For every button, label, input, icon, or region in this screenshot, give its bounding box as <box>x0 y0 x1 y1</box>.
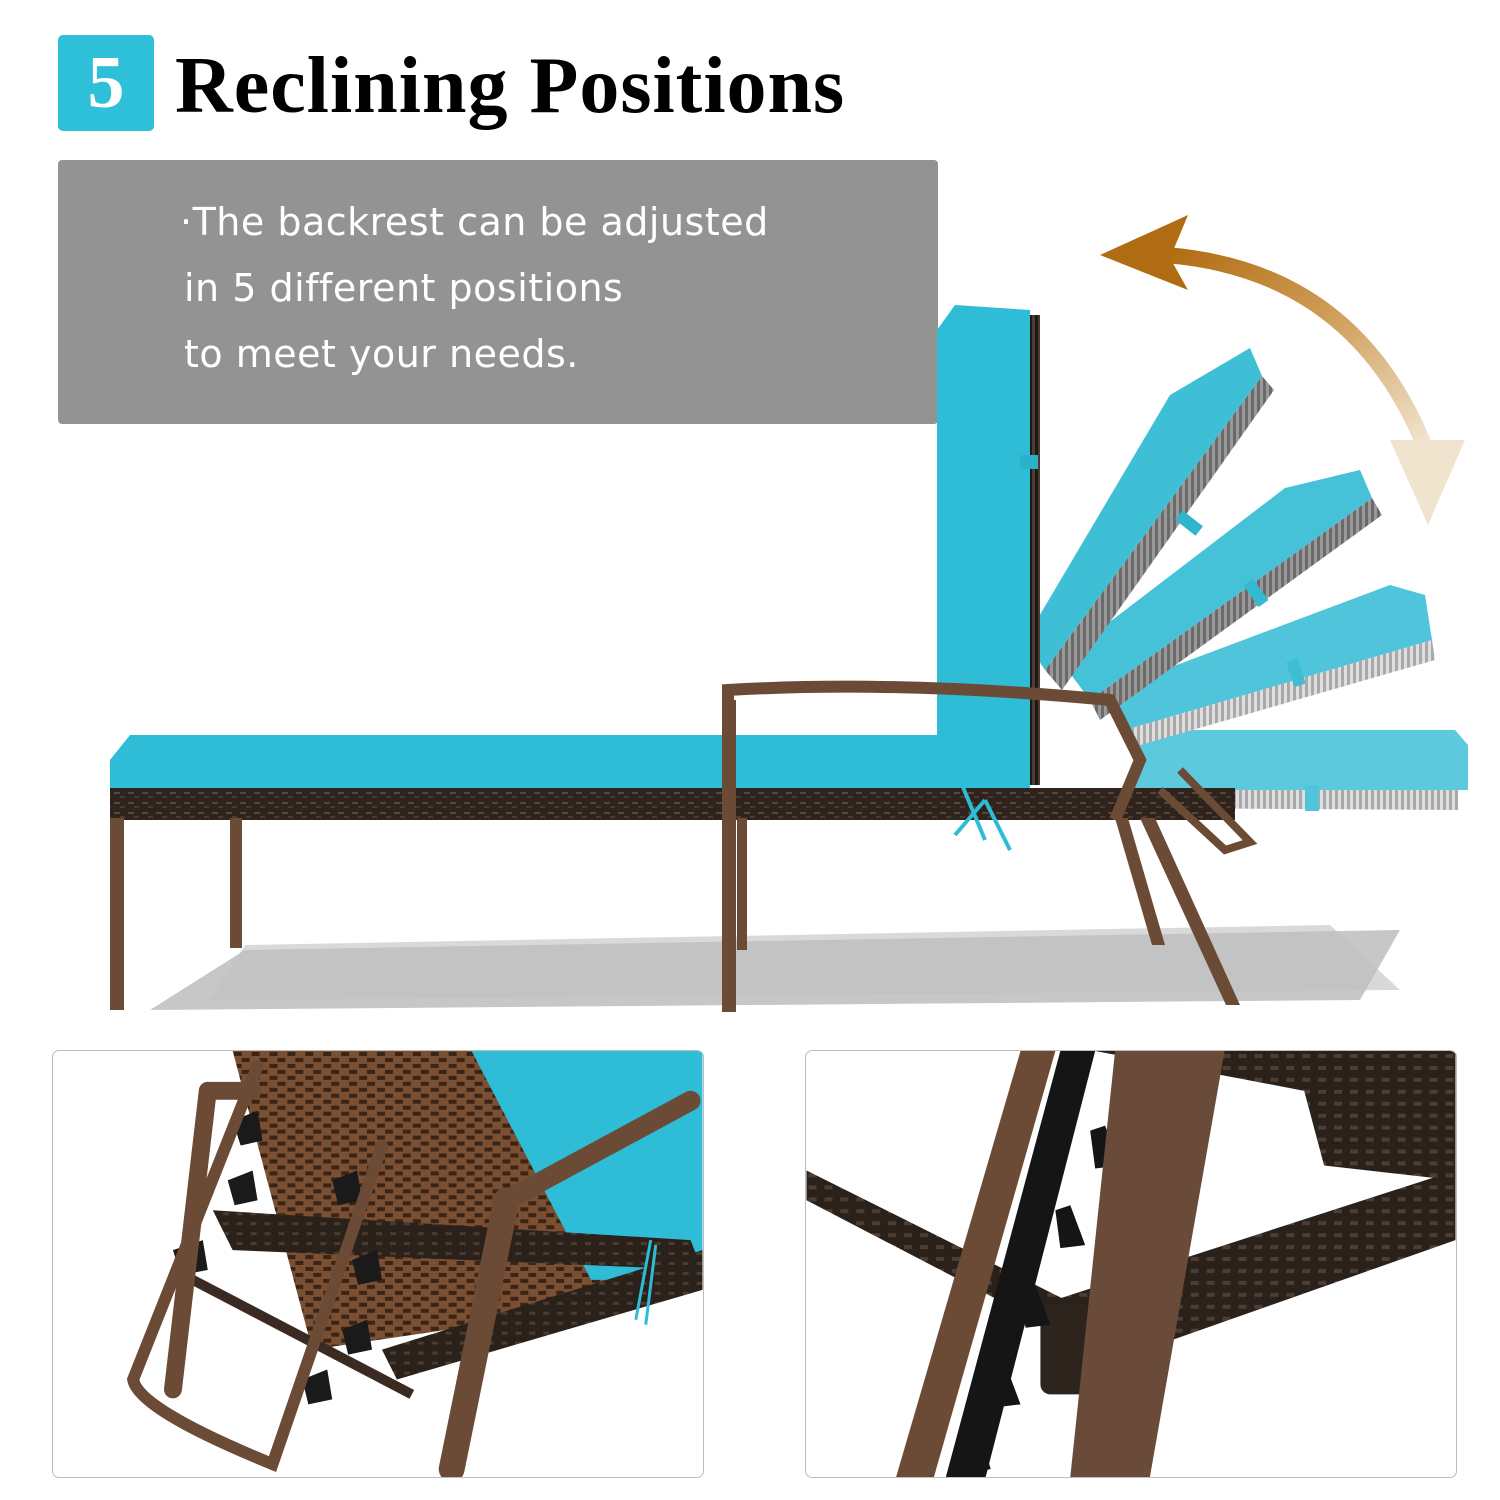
frame-legs <box>110 700 1240 1012</box>
seat-cushion <box>110 735 955 790</box>
lounge-chair-illustration <box>110 215 1468 1012</box>
backrest-position-3 <box>1060 470 1382 720</box>
backrest-position-2 <box>1025 348 1274 690</box>
support-bar-closeup-illustration <box>126 1051 703 1477</box>
info-line: ·The backrest can be adjusted <box>180 200 769 244</box>
info-line: to meet your needs. <box>184 332 579 376</box>
backrest-position-4 <box>1110 585 1435 748</box>
detail-photo-support-bar <box>52 1050 704 1478</box>
support-bar <box>1157 767 1258 855</box>
page-title: Reclining Positions <box>175 42 846 130</box>
position-count-badge: 5 <box>58 35 154 131</box>
backrest-position-1 <box>937 305 1040 790</box>
ratchet-closeup-illustration <box>806 1051 1456 1477</box>
detail-photo-ratchet <box>805 1050 1457 1478</box>
badge-number: 5 <box>87 41 125 124</box>
info-line: in 5 different positions <box>184 266 624 310</box>
double-curved-arrow-icon <box>1100 215 1465 525</box>
floor-shadow <box>150 925 1400 1010</box>
cushion-tie <box>953 779 1012 851</box>
wicker-rail <box>110 788 1235 820</box>
info-box: ·The backrest can be adjusted in 5 diffe… <box>58 160 938 424</box>
backrest-position-5 <box>1135 730 1468 811</box>
armrest <box>722 680 1147 823</box>
